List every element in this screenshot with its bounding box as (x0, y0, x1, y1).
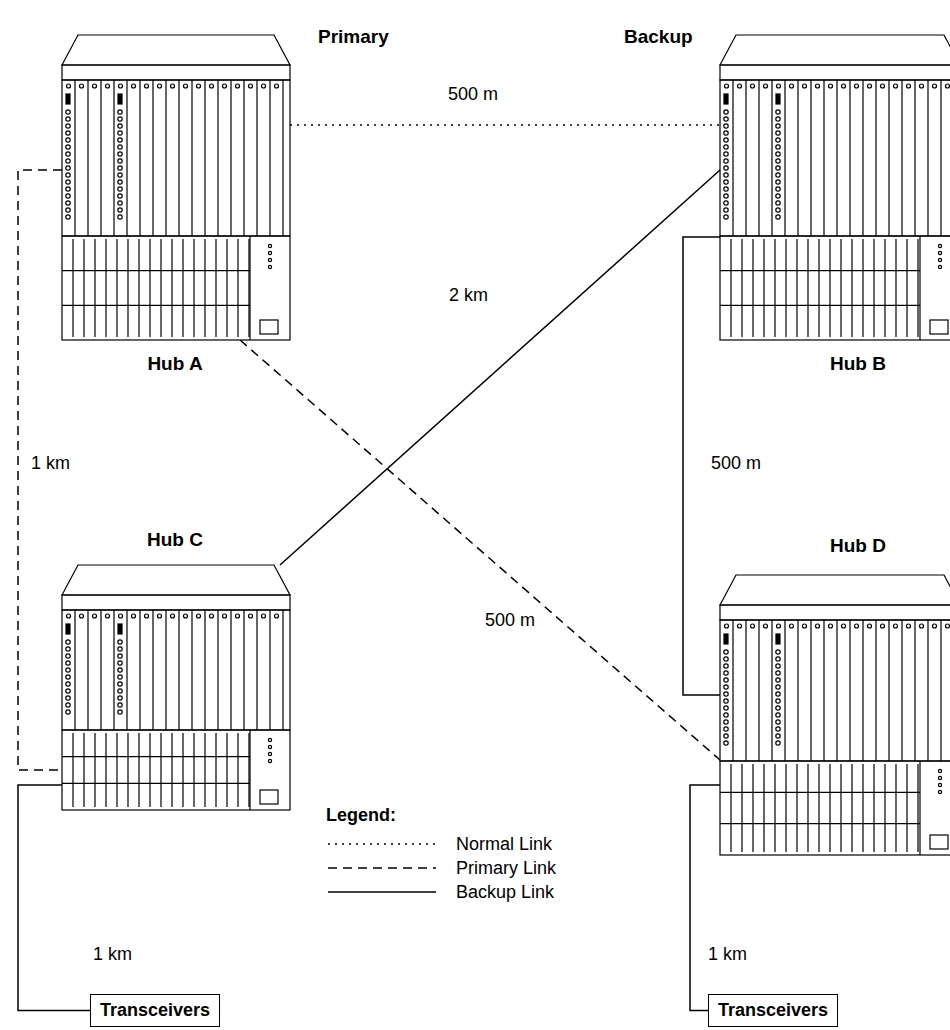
transceiver-box: Transceivers (90, 994, 220, 1027)
legend-row: Primary Link (326, 856, 556, 880)
distance-label: 1 km (705, 944, 750, 965)
distance-label: 500 m (708, 453, 764, 474)
link-line (18, 785, 90, 1011)
legend-row: Normal Link (326, 832, 556, 856)
legend-line-sample (326, 834, 438, 854)
hub-label: Hub A (147, 353, 202, 375)
link-line (290, 124, 720, 126)
legend-row: Backup Link (326, 880, 556, 904)
distance-label: 500 m (482, 610, 538, 631)
hub-chassis (720, 35, 950, 340)
legend: Legend: Normal LinkPrimary LinkBackup Lin… (326, 805, 556, 904)
hub-chassis (62, 565, 290, 810)
link-line (240, 340, 720, 760)
distance-label: 500 m (445, 84, 501, 105)
hub-chassis-node: Hub C (62, 565, 290, 810)
hub-label: Hub B (830, 353, 886, 375)
hub-chassis (62, 35, 290, 340)
distance-label: 2 km (446, 285, 491, 306)
hub-chassis-node: BackupHub B (720, 35, 950, 340)
distance-label: 1 km (90, 944, 135, 965)
hub-label: Primary (318, 26, 389, 48)
hub-label: Hub C (147, 529, 203, 551)
legend-heading: Legend: (326, 805, 556, 826)
legend-line-sample (326, 882, 438, 902)
hub-chassis (720, 575, 950, 855)
box-label: Transceivers (100, 1000, 210, 1020)
legend-line-sample (326, 858, 438, 878)
legend-text: Normal Link (456, 834, 552, 855)
legend-text: Backup Link (456, 882, 554, 903)
hub-chassis-node: Hub D (720, 575, 950, 855)
hub-label: Backup (624, 26, 693, 48)
distance-label: 1 km (28, 453, 73, 474)
link-line (690, 785, 720, 1011)
transceiver-box: Transceivers (708, 994, 838, 1027)
legend-text: Primary Link (456, 858, 556, 879)
hub-chassis-node: PrimaryHub A (62, 35, 290, 340)
hub-label: Hub D (830, 535, 886, 557)
box-label: Transceivers (718, 1000, 828, 1020)
link-line (280, 170, 720, 565)
